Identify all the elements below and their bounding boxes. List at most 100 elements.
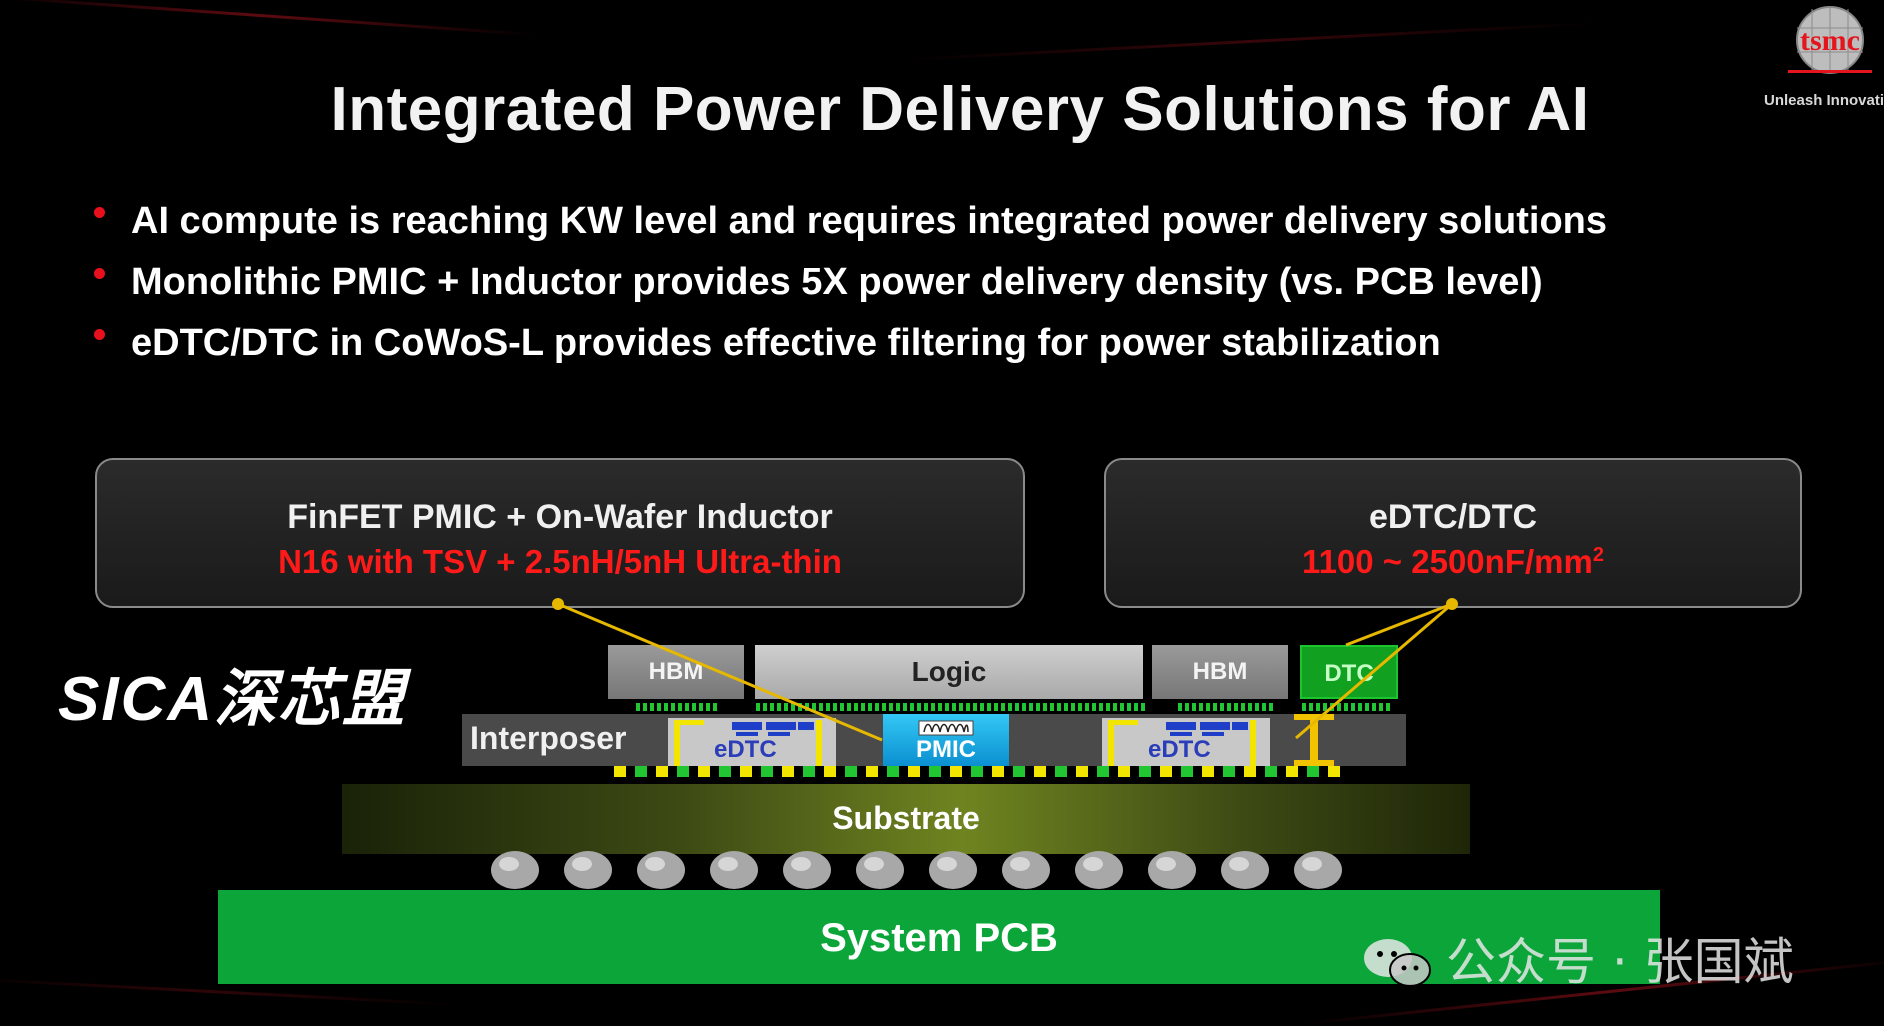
micro-bump	[931, 703, 935, 711]
micro-bump	[959, 703, 963, 711]
micro-bump	[833, 703, 837, 711]
c4-bump	[1097, 766, 1109, 777]
c4-bump	[1181, 766, 1193, 777]
micro-bump	[987, 703, 991, 711]
solder-ball-highlight	[718, 857, 738, 871]
c4-bump	[1223, 766, 1235, 777]
micro-bump	[636, 703, 640, 711]
micro-bump	[966, 703, 970, 711]
wechat-watermark: 公众号 · 张国斌	[1360, 922, 1794, 994]
micro-bump	[945, 703, 949, 711]
micro-bump	[868, 703, 872, 711]
micro-bump	[643, 703, 647, 711]
capacitance-value: 1100 ~ 2500nF/mm	[1302, 543, 1593, 580]
micro-bump	[1008, 703, 1012, 711]
micro-bump	[1234, 703, 1238, 711]
micro-bump	[812, 703, 816, 711]
micro-bump	[685, 703, 689, 711]
micro-bump	[1120, 703, 1124, 711]
bullet-item: eDTC/DTC in CoWoS-L provides effective f…	[94, 322, 1441, 365]
c4-bump	[698, 766, 710, 777]
logic-die: Logic	[755, 645, 1143, 699]
leader-anchor-dot	[1446, 598, 1458, 610]
micro-bump	[1029, 703, 1033, 711]
c4-bump	[1202, 766, 1214, 777]
c4-bump	[1139, 766, 1151, 777]
micro-bump	[1022, 703, 1026, 711]
c4-bump	[1118, 766, 1130, 777]
bullet-text: AI compute is reaching KW level and requ…	[131, 200, 1608, 242]
c4-bump	[1328, 766, 1340, 777]
bullet-dot-icon	[94, 268, 105, 280]
pmic-label: PMIC	[916, 736, 976, 763]
micro-bump	[1213, 703, 1217, 711]
bullet-item: Monolithic PMIC + Inductor provides 5X p…	[94, 261, 1543, 304]
capacitance-exponent: 2	[1592, 544, 1604, 566]
solder-ball-highlight	[1156, 857, 1176, 871]
page-title: Integrated Power Delivery Solutions for …	[330, 75, 1590, 144]
micro-bump	[1344, 703, 1348, 711]
edtc-label-left: eDTC	[714, 736, 777, 763]
hbm-die-right: HBM	[1152, 645, 1288, 699]
micro-bump	[1192, 703, 1196, 711]
micro-bump	[699, 703, 703, 711]
micro-bump	[706, 703, 710, 711]
micro-bump	[1248, 703, 1252, 711]
tsv-pillar-icon	[1294, 714, 1334, 766]
micro-bump	[1220, 703, 1224, 711]
micro-bump	[1316, 703, 1320, 711]
solder-ball-highlight	[572, 857, 592, 871]
leader-line-pmic	[557, 602, 883, 742]
leader-anchor-dot	[552, 598, 564, 610]
solder-ball-highlight	[645, 857, 665, 871]
bullet-dot-icon	[94, 329, 105, 341]
micro-bump	[770, 703, 774, 711]
c4-bump	[950, 766, 962, 777]
micro-bump	[713, 703, 717, 711]
c4-bump	[656, 766, 668, 777]
micro-bump	[756, 703, 760, 711]
micro-bump	[1127, 703, 1131, 711]
micro-bump	[903, 703, 907, 711]
micro-bump	[910, 703, 914, 711]
micro-bump	[1185, 703, 1189, 711]
micro-bump	[1227, 703, 1231, 711]
micro-bump	[1092, 703, 1096, 711]
micro-bump	[980, 703, 984, 711]
micro-bump	[1001, 703, 1005, 711]
micro-bumps	[636, 703, 1390, 711]
micro-bump	[1199, 703, 1203, 711]
micro-bump	[1269, 703, 1273, 711]
micro-bump	[994, 703, 998, 711]
c4-bump	[1076, 766, 1088, 777]
micro-bump	[1386, 703, 1390, 711]
micro-bump	[1036, 703, 1040, 711]
micro-bump	[1178, 703, 1182, 711]
micro-bump	[1071, 703, 1075, 711]
micro-bump	[1337, 703, 1341, 711]
c4-bump	[1265, 766, 1277, 777]
solder-ball-highlight	[791, 857, 811, 871]
micro-bump	[1323, 703, 1327, 711]
c4-bump	[635, 766, 647, 777]
micro-bump	[791, 703, 795, 711]
callout-edtc-dtc: eDTC/DTC 1100 ~ 2500nF/mm2	[1104, 458, 1802, 608]
micro-bump	[1057, 703, 1061, 711]
bullet-text: eDTC/DTC in CoWoS-L provides effective f…	[131, 322, 1441, 364]
c4-bump	[992, 766, 1004, 777]
micro-bump	[847, 703, 851, 711]
micro-bump	[819, 703, 823, 711]
solder-ball-highlight	[1302, 857, 1322, 871]
micro-bump	[777, 703, 781, 711]
micro-bump	[1241, 703, 1245, 711]
wechat-icon	[1364, 938, 1431, 987]
micro-bump	[924, 703, 928, 711]
micro-bump	[826, 703, 830, 711]
c4-bump	[677, 766, 689, 777]
micro-bump	[1141, 703, 1145, 711]
micro-bump	[1351, 703, 1355, 711]
micro-bump	[1106, 703, 1110, 711]
leader-line-tsv	[1295, 602, 1453, 740]
